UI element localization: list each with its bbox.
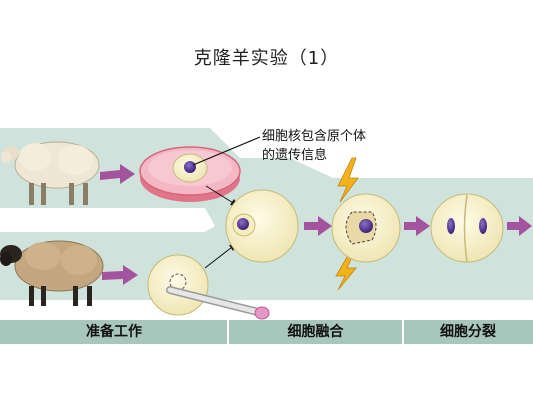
pipette-tip xyxy=(254,306,270,320)
annotation-line-2: 的遗传信息 xyxy=(262,148,328,163)
stage-labels: 准备工作 细胞融合 细胞分裂 xyxy=(0,321,533,343)
nucleus-annotation: 细胞核包含原个体 的遗传信息 xyxy=(262,127,366,165)
stage-label-fusion: 细胞融合 xyxy=(287,324,344,340)
egg-cell-enucleation xyxy=(147,254,270,320)
donor-nucleus xyxy=(184,161,196,173)
page-title: 克隆羊实验（1） xyxy=(193,48,340,69)
stage-label-bar xyxy=(0,320,533,344)
lightning-top-icon xyxy=(337,157,359,203)
annotation-line-1: 细胞核包含原个体 xyxy=(262,129,367,144)
arrow-sheep-top xyxy=(100,164,135,184)
white-sheep xyxy=(1,141,100,205)
stage-label-preparation: 准备工作 xyxy=(86,324,142,340)
annotation-pointer xyxy=(192,136,261,166)
black-faced-sheep xyxy=(0,240,104,306)
background-gap xyxy=(0,208,215,232)
dividing-cell xyxy=(430,193,504,263)
fusion-cell xyxy=(225,189,299,263)
arrow-to-fusion xyxy=(304,216,332,236)
arrow-to-division xyxy=(404,216,430,236)
fused-cell xyxy=(331,193,401,263)
stage-label-division: 细胞分裂 xyxy=(440,324,496,340)
petri-dish xyxy=(139,146,241,202)
arrow-final xyxy=(507,216,532,236)
arrow-sheep-bottom xyxy=(102,265,138,285)
